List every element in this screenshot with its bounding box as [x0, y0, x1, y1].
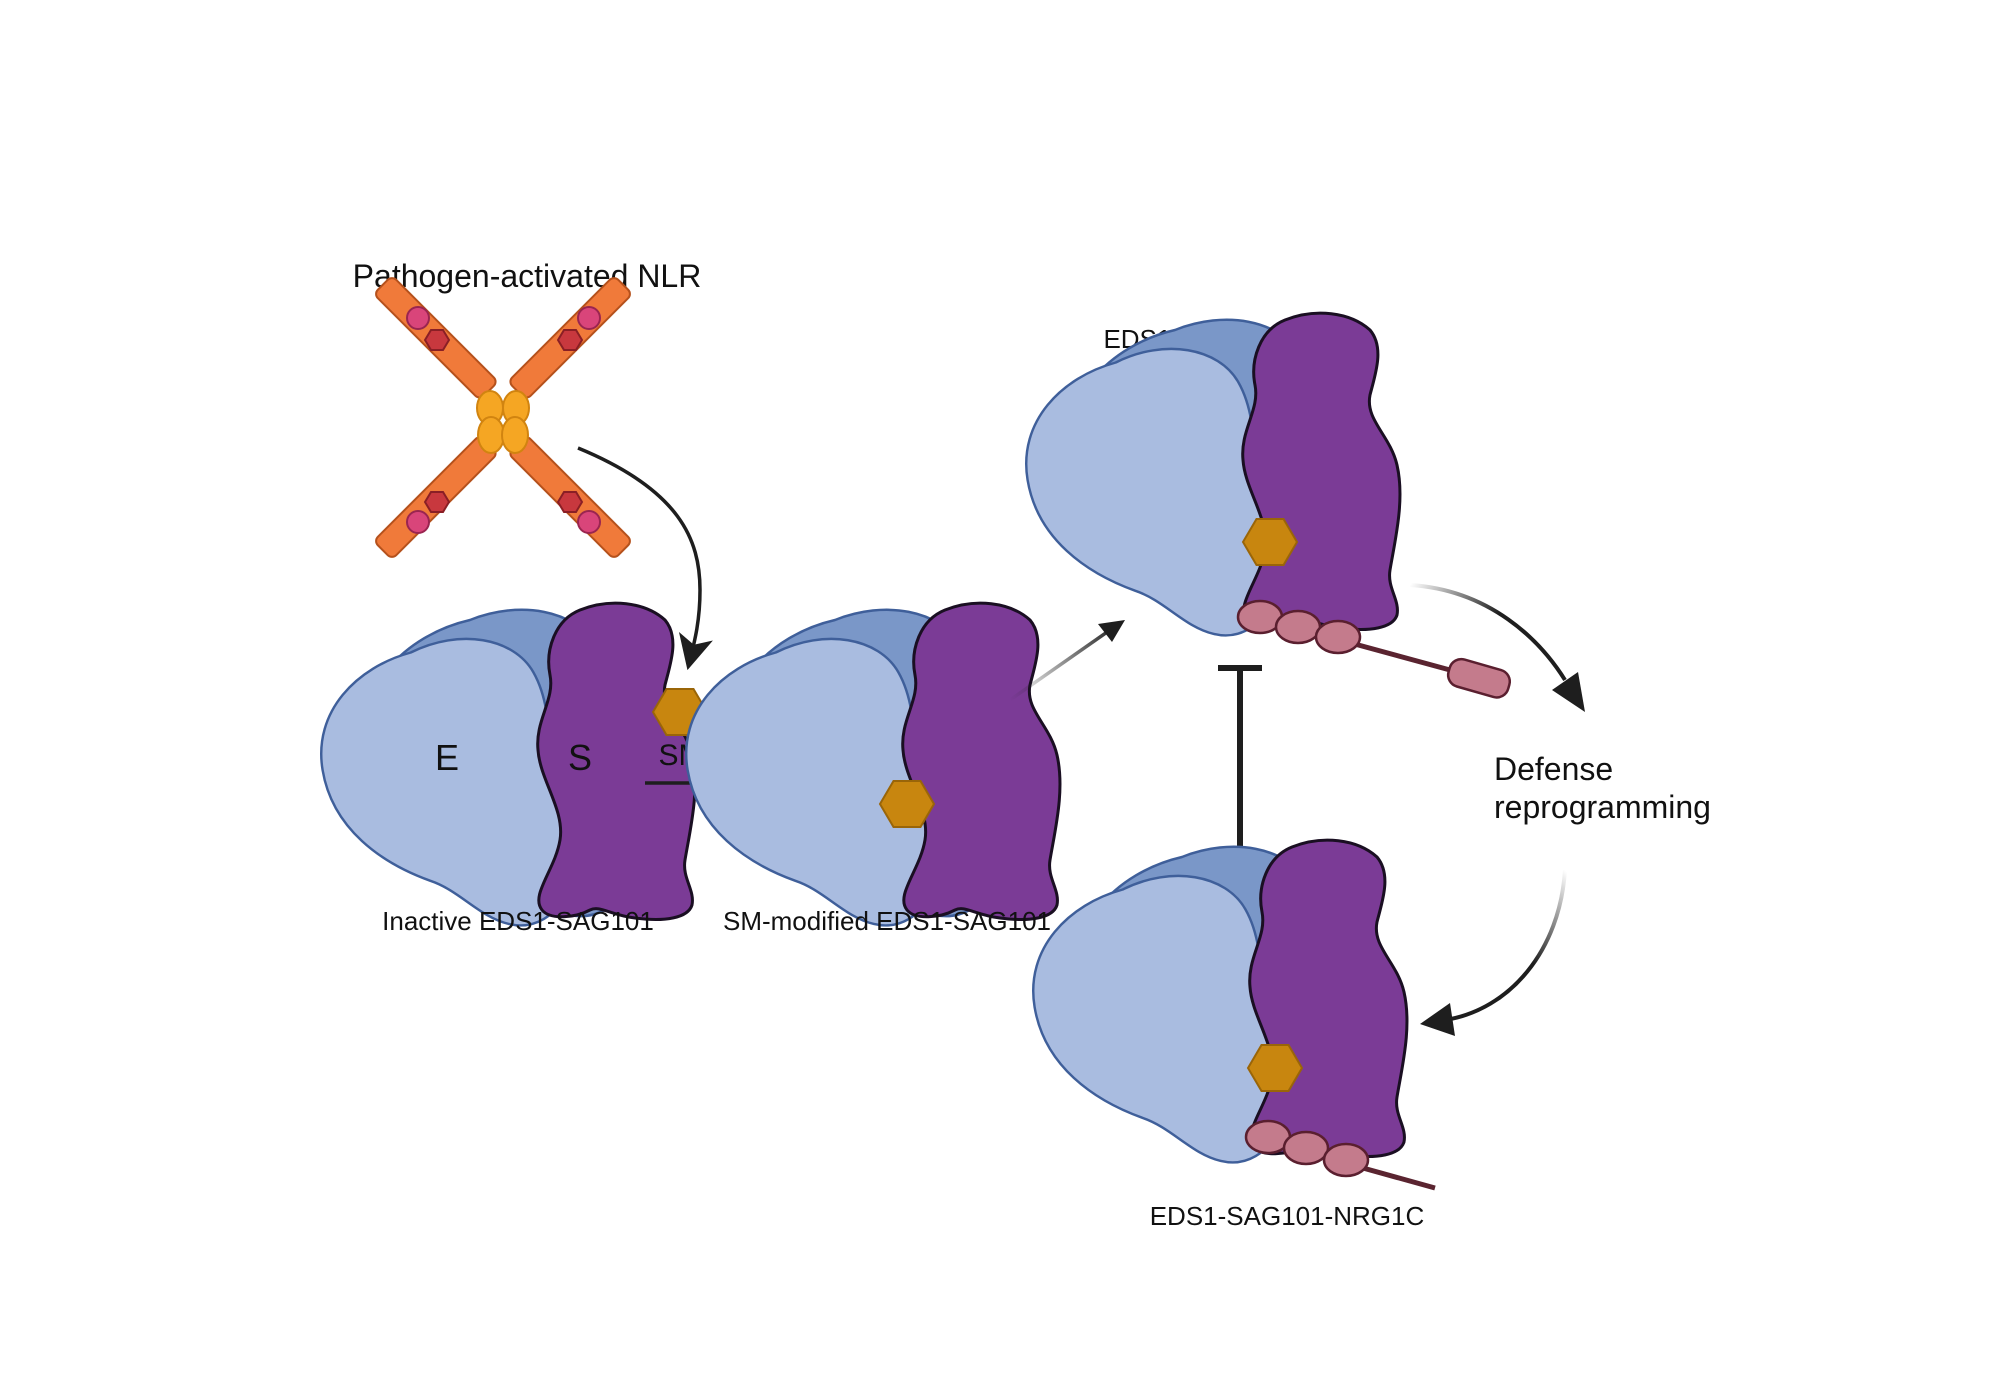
- nlr-core: [501, 416, 529, 454]
- nrg1a-complex: [1025, 311, 1402, 637]
- nlr-hexagon: [423, 491, 451, 513]
- sag101-protein: [1241, 311, 1402, 631]
- nlr-tip: [406, 510, 430, 534]
- eds1-protein: [1032, 874, 1284, 1164]
- defense-arrowhead-out: [1420, 1003, 1455, 1036]
- nlr-hexagon: [423, 329, 451, 351]
- nrg1a-bead: [1274, 609, 1322, 645]
- sm-modified-complex-label: SM-modified EDS1-SAG101: [723, 906, 1051, 936]
- nlr-hexagon: [556, 329, 584, 351]
- nlr-core: [477, 416, 505, 454]
- defense-arrow-out: [1444, 869, 1567, 1022]
- eds1-protein: [320, 637, 572, 927]
- defense-line1: Defense: [1494, 751, 1613, 787]
- activation-arrow: [1008, 628, 1112, 702]
- nrg1a-beads: [1236, 599, 1362, 655]
- activation-arrowhead: [1098, 620, 1125, 642]
- pathogen-nlr-label: Pathogen-activated NLR: [353, 258, 702, 294]
- sm-modified-complex: [685, 601, 1062, 927]
- nlr-to-sm-arrow: [577, 446, 713, 671]
- nrg1c-complex: [1032, 838, 1409, 1164]
- nlr-tip: [577, 306, 601, 330]
- nrg1c-complex-label: EDS1-SAG101-NRG1C: [1150, 1201, 1425, 1231]
- sag101-protein: [1248, 838, 1409, 1158]
- nlr-oligomer: [375, 277, 631, 558]
- sag101-protein: [901, 601, 1062, 921]
- defense-line2: reprogramming: [1494, 789, 1711, 825]
- inactive-complex-label: Inactive EDS1-SAG101: [382, 906, 654, 936]
- inactive-complex: [320, 601, 697, 927]
- eds1-letter: E: [435, 737, 459, 778]
- nrg1a-bead: [1314, 619, 1362, 655]
- nrg1a-terminal-domain: [1446, 657, 1512, 699]
- nrg1c-bead: [1282, 1130, 1330, 1166]
- nrg1c-beads: [1244, 1119, 1370, 1178]
- defense-arrow-in: [1409, 583, 1567, 682]
- nlr-tip: [577, 510, 601, 534]
- sag101-letter: S: [568, 737, 592, 778]
- nrg1a-tail: [1339, 637, 1512, 699]
- nlr-tip: [406, 306, 430, 330]
- defense-arrowhead-in: [1552, 672, 1585, 712]
- nrg1c-bead: [1322, 1142, 1370, 1178]
- eds1-protein: [1025, 347, 1277, 637]
- nlr-hexagon: [556, 491, 584, 513]
